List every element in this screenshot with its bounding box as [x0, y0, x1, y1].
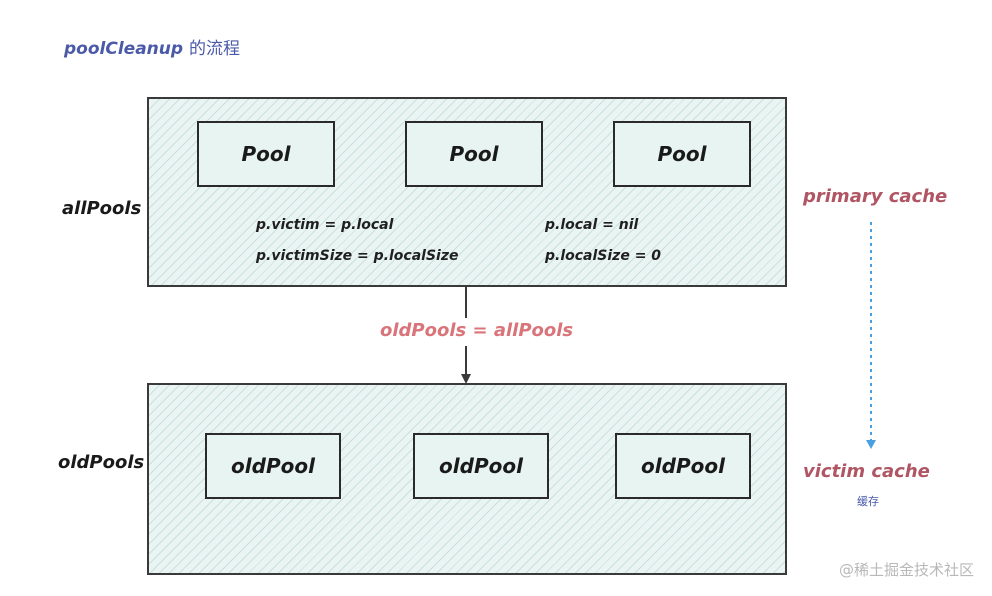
all-pools-box: Pool Pool Pool p.victim = p.local p.vict…	[147, 97, 787, 287]
assign-victim: p.victim = p.local	[256, 217, 394, 233]
old-pools-label: oldPools	[58, 452, 145, 473]
old-pools-box: oldPool oldPool oldPool	[147, 383, 787, 575]
watermark: @稀土掘金技术社区	[838, 561, 974, 579]
title-main: poolCleanup	[64, 39, 184, 59]
assign-local-size-zero: p.localSize = 0	[545, 248, 662, 264]
pool-box-1: Pool	[197, 121, 335, 187]
old-pool-box-2: oldPool	[413, 433, 549, 499]
transfer-arrow-head	[461, 374, 471, 384]
victim-cache-label: victim cache	[803, 461, 930, 482]
old-pool-box-1: oldPool	[205, 433, 341, 499]
all-pools-label: allPools	[62, 198, 142, 219]
pool-box-3: Pool	[613, 121, 751, 187]
assign-local-nil: p.local = nil	[545, 217, 639, 233]
title-suffix: 的流程	[189, 39, 241, 59]
victim-cache-note: 缓存	[857, 495, 879, 508]
pool-box-2: Pool	[405, 121, 543, 187]
cache-dotted-arrow-head	[866, 440, 876, 449]
primary-cache-label: primary cache	[803, 186, 948, 207]
transfer-label: oldPools = allPools	[380, 320, 574, 341]
old-pool-box-3: oldPool	[615, 433, 751, 499]
assign-victim-size: p.victimSize = p.localSize	[256, 248, 459, 264]
